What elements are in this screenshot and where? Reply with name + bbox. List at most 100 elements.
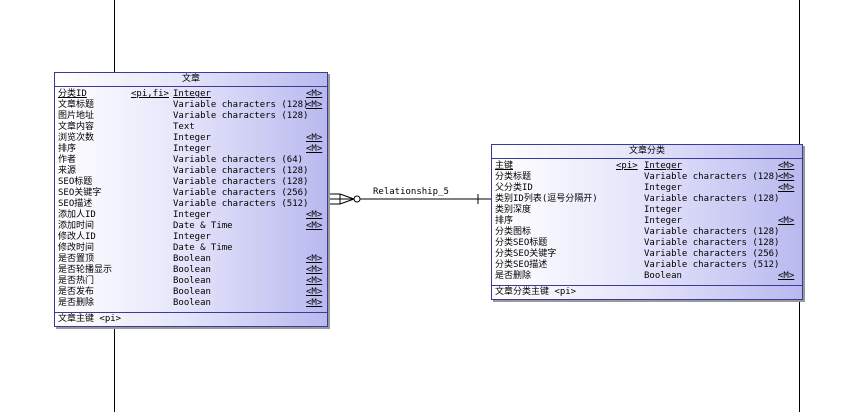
- attribute-name: 是否热门: [58, 276, 95, 286]
- attribute-row: 是否热门 Boolean <M>: [58, 276, 324, 287]
- attribute-mandatory: <M>: [306, 133, 323, 143]
- attribute-name: 分类SEO标题: [495, 238, 548, 248]
- attribute-type: Boolean: [173, 276, 211, 286]
- attribute-name: 作者: [58, 155, 77, 165]
- attribute-name: 排序: [58, 144, 77, 154]
- attribute-type: Variable characters (256): [173, 188, 309, 198]
- attribute-mandatory: <M>: [778, 216, 795, 226]
- attribute-mandatory: <M>: [306, 254, 323, 264]
- attribute-row: 图片地址 Variable characters (128): [58, 111, 324, 122]
- entity-title: 文章: [55, 73, 327, 87]
- relationship-label[interactable]: Relationship_5: [373, 187, 449, 197]
- attribute-type: Variable characters (512): [173, 199, 309, 209]
- attribute-type: Variable characters (128): [173, 111, 309, 121]
- attribute-name: 是否删除: [58, 298, 95, 308]
- attribute-name: 来源: [58, 166, 77, 176]
- attribute-type: Boolean: [173, 298, 211, 308]
- attribute-name: 添加时间: [58, 221, 95, 231]
- attribute-row: 主键<pi>Integer<M>: [495, 161, 799, 172]
- attribute-name: 是否发布: [58, 287, 95, 297]
- attribute-type: Variable characters (128): [644, 227, 780, 237]
- attribute-name: 修改人ID: [58, 232, 96, 242]
- attribute-type: Variable characters (128): [173, 177, 309, 187]
- attribute-type: Variable characters (64): [173, 155, 304, 165]
- attribute-type: Boolean: [173, 254, 211, 264]
- attribute-mandatory: <M>: [306, 265, 323, 275]
- attribute-row: 作者 Variable characters (64): [58, 155, 324, 166]
- attribute-name: 主键: [495, 161, 514, 171]
- attribute-row: 父分类ID Integer <M>: [495, 183, 799, 194]
- attribute-type: Integer: [173, 144, 211, 154]
- attribute-row: 分类ID<pi,fi>Integer<M>: [58, 89, 324, 100]
- attribute-type: Integer: [644, 205, 682, 215]
- attribute-row: SEO关键字 Variable characters (256): [58, 188, 324, 199]
- attribute-row: 分类SEO标题 Variable characters (128): [495, 238, 799, 249]
- attribute-type: Variable characters (128): [644, 238, 780, 248]
- attribute-row: 分类SEO关键字 Variable characters (256): [495, 249, 799, 260]
- attribute-row: 是否轮播显示 Boolean <M>: [58, 265, 324, 276]
- attribute-mandatory: <M>: [778, 271, 795, 281]
- attribute-row: 文章标题 Variable characters (128)<M>: [58, 100, 324, 111]
- attribute-row: 排序 Integer <M>: [495, 216, 799, 227]
- attribute-name: 类别深度: [495, 205, 532, 215]
- attribute-row: 浏览次数 Integer <M>: [58, 133, 324, 144]
- attribute-type: Integer: [644, 216, 682, 226]
- attribute-row: 来源 Variable characters (128): [58, 166, 324, 177]
- attribute-name: 浏览次数: [58, 133, 95, 143]
- attribute-mandatory: <M>: [306, 287, 323, 297]
- attribute-mandatory: <M>: [306, 210, 323, 220]
- attribute-row: 是否发布 Boolean <M>: [58, 287, 324, 298]
- attribute-name: 文章标题: [58, 100, 95, 110]
- attribute-type: Integer: [173, 232, 211, 242]
- attribute-name: 父分类ID: [495, 183, 533, 193]
- attribute-type: Date & Time: [173, 221, 233, 231]
- attribute-name: 分类SEO关键字: [495, 249, 557, 259]
- entity-article[interactable]: 文章 分类ID <pi,fi> Integer <M> 文章标题 Variable cha…: [54, 72, 328, 327]
- attribute-name: 类别ID列表(逗号分隔开): [495, 194, 598, 204]
- attribute-type: Variable characters (128): [644, 172, 780, 182]
- attribute-type: Integer: [173, 133, 211, 143]
- attribute-name: 排序: [495, 216, 514, 226]
- attribute-type: Text: [173, 122, 195, 132]
- attribute-row: 修改人ID Integer: [58, 232, 324, 243]
- attribute-type: Integer: [644, 161, 682, 171]
- attribute-name: 是否删除: [495, 271, 532, 281]
- entity-identifier: 文章主键 <pi>: [58, 314, 122, 324]
- attribute-name: 修改时间: [58, 243, 95, 253]
- attribute-row: 类别ID列表(逗号分隔开)Variable characters (128): [495, 194, 799, 205]
- attribute-type: Variable characters (256): [644, 249, 780, 259]
- attribute-name: SEO描述: [58, 199, 93, 209]
- attribute-type: Boolean: [644, 271, 682, 281]
- attribute-name: 是否轮播显示: [58, 265, 113, 275]
- attribute-mandatory: <M>: [306, 100, 323, 110]
- attribute-row: 类别深度 Integer: [495, 205, 799, 216]
- attribute-key: <pi>: [616, 161, 638, 171]
- attribute-type: Variable characters (128): [173, 100, 309, 110]
- attribute-type: Date & Time: [173, 243, 233, 253]
- attribute-name: SEO关键字: [58, 188, 102, 198]
- attribute-name: 图片地址: [58, 111, 95, 121]
- attribute-type: Integer: [173, 210, 211, 220]
- attribute-type: Boolean: [173, 287, 211, 297]
- attribute-type: Variable characters (128): [173, 166, 309, 176]
- attribute-name: 分类标题: [495, 172, 532, 182]
- attribute-type: Boolean: [173, 265, 211, 275]
- attribute-mandatory: <M>: [306, 89, 323, 99]
- attribute-mandatory: <M>: [306, 276, 323, 286]
- attribute-key: <pi,fi>: [131, 89, 169, 99]
- attribute-mandatory: <M>: [778, 183, 795, 193]
- entity-attributes: 分类ID <pi,fi> Integer <M> 文章标题 Variable charac…: [55, 87, 327, 313]
- attribute-type: Integer: [644, 183, 682, 193]
- attribute-name: 添加人ID: [58, 210, 96, 220]
- attribute-row: 修改时间 Date & Time: [58, 243, 324, 254]
- attribute-name: 分类ID: [58, 89, 87, 99]
